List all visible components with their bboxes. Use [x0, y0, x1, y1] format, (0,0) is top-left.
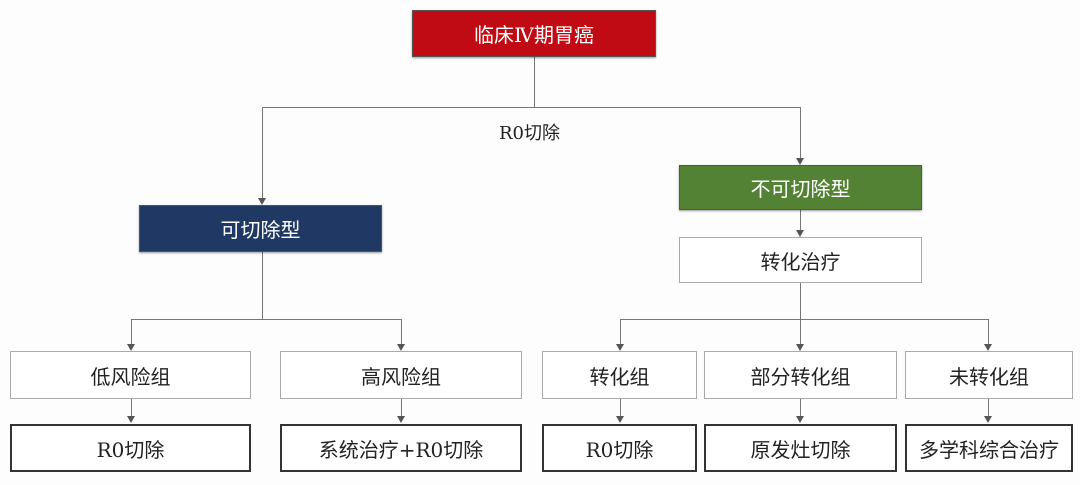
outcome-converted: R0切除: [542, 424, 697, 472]
unresectable-node: 不可切除型: [679, 165, 922, 210]
arrow-icon: [127, 416, 135, 423]
connector-root-horizontal: [262, 107, 801, 108]
arrow-icon: [796, 158, 804, 165]
arrow-icon: [616, 416, 624, 423]
connector: [131, 319, 132, 345]
arrow-icon: [796, 230, 804, 237]
group-low-risk: 低风险组: [10, 351, 251, 399]
connector-to-resectable: [262, 107, 263, 199]
group-partially-converted: 部分转化组: [704, 351, 897, 399]
arrow-icon: [616, 344, 624, 351]
connector-to-conversion: [800, 210, 801, 231]
connector-to-unresectable: [800, 107, 801, 159]
connector: [401, 399, 402, 417]
outcome-not-converted: 多学科综合治疗: [905, 424, 1073, 472]
connector: [620, 319, 621, 345]
connector: [988, 319, 989, 345]
root-node: 临床Ⅳ期胃癌: [412, 10, 656, 57]
group-not-converted: 未转化组: [905, 351, 1073, 399]
edge-label-r0: R0切除: [499, 123, 561, 144]
connector-conversion-horizontal: [620, 319, 989, 320]
group-high-risk: 高风险组: [280, 351, 522, 399]
arrow-icon: [127, 344, 135, 351]
connector: [620, 399, 621, 417]
group-converted: 转化组: [542, 351, 697, 399]
outcome-high-risk: 系统治疗+R0切除: [280, 424, 522, 472]
connector: [131, 399, 132, 417]
connector: [988, 399, 989, 417]
connector: [800, 319, 801, 345]
arrow-icon: [397, 416, 405, 423]
arrow-icon: [984, 344, 992, 351]
connector-conversion-down: [800, 283, 801, 319]
connector: [401, 319, 402, 345]
outcome-low-risk: R0切除: [10, 424, 251, 472]
connector-resectable-down: [262, 252, 263, 319]
arrow-icon: [984, 416, 992, 423]
arrow-icon: [796, 344, 804, 351]
connector-root-down: [534, 57, 535, 107]
arrow-icon: [258, 198, 266, 205]
conversion-therapy-node: 转化治疗: [679, 237, 922, 283]
resectable-node: 可切除型: [139, 205, 382, 252]
connector-resectable-horizontal: [131, 319, 402, 320]
connector: [800, 399, 801, 417]
arrow-icon: [796, 416, 804, 423]
arrow-icon: [397, 344, 405, 351]
outcome-partially-converted: 原发灶切除: [704, 424, 897, 472]
